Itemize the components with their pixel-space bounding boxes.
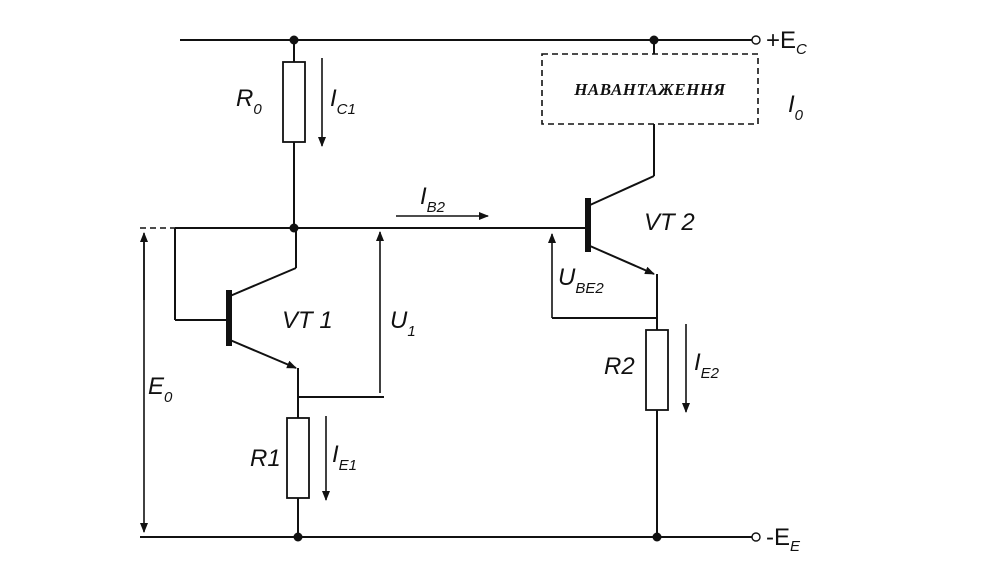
positive-supply-terminal [751,35,761,45]
ie2-label: IE2 [694,349,720,382]
vt1-base-bar [226,290,232,346]
ec-label: +EC [766,27,807,58]
r2-label: R2 [604,353,635,380]
ube2-label: UBE2 [558,264,604,297]
ee-label: -EE [766,524,801,555]
ib2-label: IB2 [420,183,446,216]
vt1-emitter [229,339,297,369]
u1-label: U1 [390,307,416,340]
vt2-label: VT 2 [644,209,695,236]
vt2-emitter [589,245,655,275]
resistor-r0 [282,61,306,143]
resistor-r2 [645,329,669,411]
negative-supply-terminal [751,532,761,542]
vt2-base-bar [585,198,591,252]
vt2-collector [589,175,655,206]
junction-dot [289,223,299,233]
vt1-label: VT 1 [282,307,333,334]
load-label: НАВАНТАЖЕННЯ [573,80,726,99]
r1-label: R1 [250,445,281,472]
load-box [541,53,759,125]
junction-dot [289,35,299,45]
resistor-r1 [286,417,310,499]
e0-label: E0 [148,373,173,406]
vt1-collector [229,267,297,297]
r0-label: R0 [236,85,262,118]
i0-label: I0 [788,91,804,124]
ie1-label: IE1 [332,441,357,474]
junction-dot [652,532,662,542]
ic1-label: IC1 [330,85,356,118]
junction-dot [293,532,303,542]
junction-dot [649,35,659,45]
